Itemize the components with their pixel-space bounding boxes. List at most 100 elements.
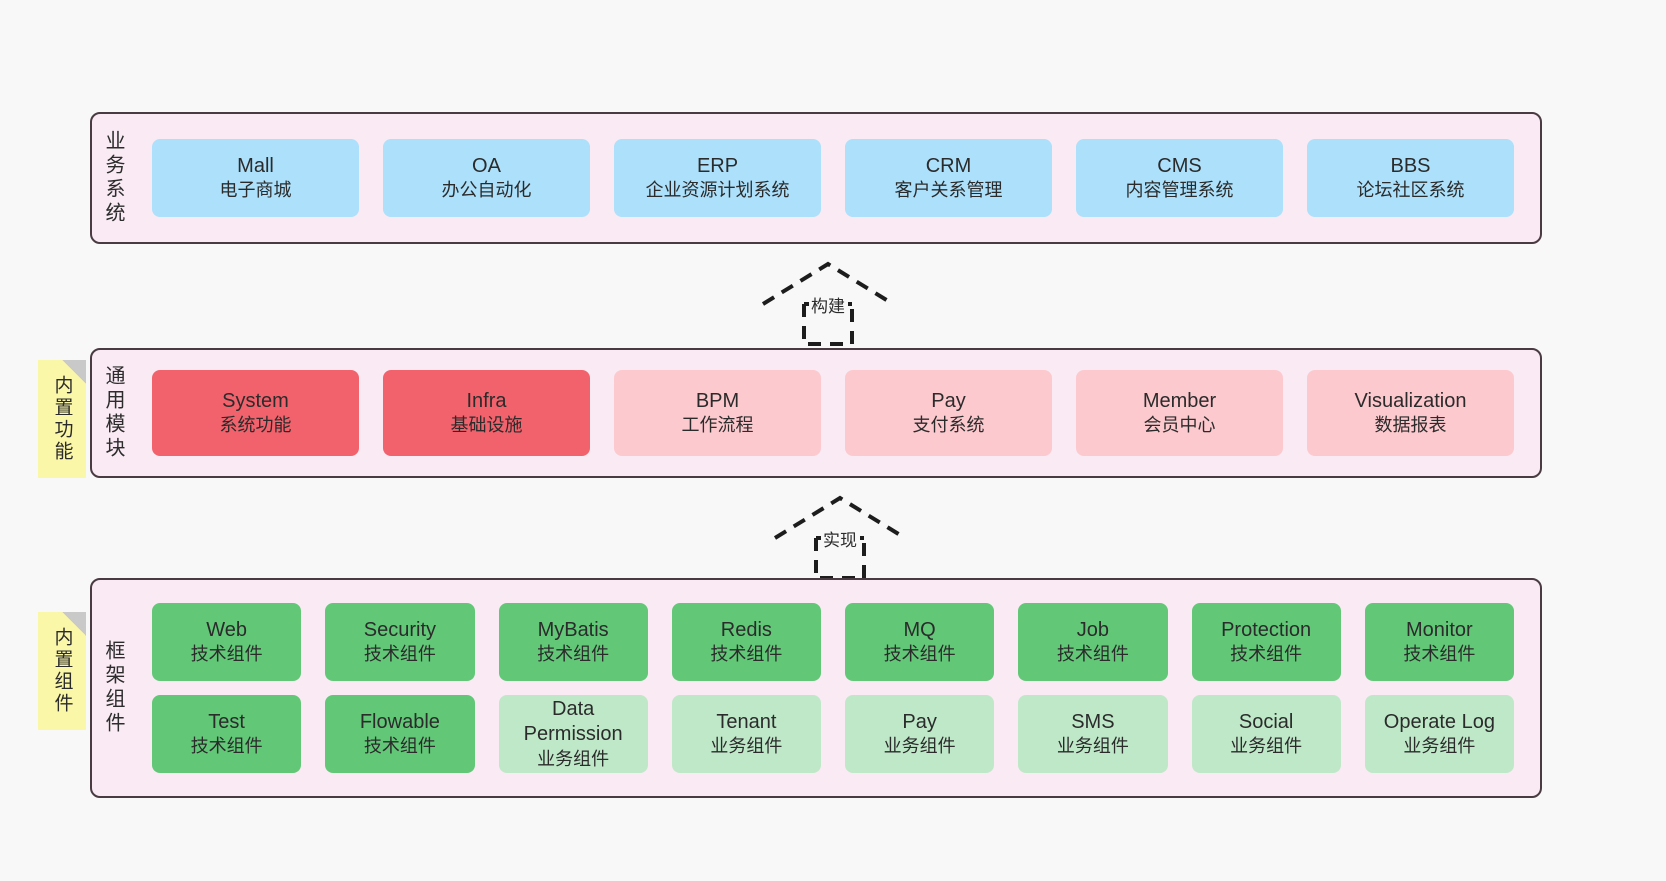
card-social[interactable]: Social 业务组件: [1191, 695, 1341, 773]
card-oa[interactable]: OA 办公自动化: [383, 139, 590, 217]
card-title: Data Permission: [523, 697, 623, 746]
card-subtitle: 技术组件: [363, 736, 436, 757]
card-subtitle: 技术组件: [1403, 644, 1476, 665]
card-title: OA: [472, 154, 501, 177]
card-title: Visualization: [1354, 389, 1467, 412]
card-title: BPM: [695, 389, 740, 412]
card-title: Member: [1142, 389, 1217, 412]
card-pay[interactable]: Pay 业务组件: [845, 695, 995, 773]
card-title: MyBatis: [537, 618, 609, 641]
card-infra[interactable]: Infra 基础设施: [383, 370, 590, 456]
card-title: MQ: [903, 618, 936, 641]
layer-body-common-modules: System 系统功能 Infra 基础设施 BPM 工作流程 Pay 支付系统 Member 会…: [134, 350, 1540, 476]
card-title: Redis: [720, 618, 772, 641]
card-mybatis[interactable]: MyBatis 技术组件: [498, 603, 648, 681]
card-title: Social: [1238, 710, 1294, 733]
card-title: CMS: [1157, 154, 1202, 177]
card-redis[interactable]: Redis 技术组件: [671, 603, 821, 681]
card-pay[interactable]: Pay 支付系统: [845, 370, 1052, 456]
card-subtitle: 业务组件: [710, 736, 783, 757]
card-subtitle: 业务组件: [537, 749, 610, 770]
card-operate-log[interactable]: Operate Log 业务组件: [1364, 695, 1514, 773]
card-title: Test: [208, 710, 245, 733]
card-title: ERP: [696, 154, 739, 177]
card-subtitle: 办公自动化: [441, 180, 532, 201]
sticky-note-builtin-components: 内置组件: [38, 612, 86, 730]
card-subtitle: 技术组件: [363, 644, 436, 665]
card-subtitle: 数据报表: [1374, 415, 1447, 436]
card-subtitle: 技术组件: [190, 644, 263, 665]
card-title: Infra: [466, 389, 507, 412]
card-subtitle: 技术组件: [883, 644, 956, 665]
card-subtitle: 工作流程: [681, 415, 754, 436]
card-cms[interactable]: CMS 内容管理系统: [1076, 139, 1283, 217]
card-test[interactable]: Test 技术组件: [152, 695, 302, 773]
layer-label-common-modules: 通用模块: [102, 365, 124, 461]
card-title: Flowable: [359, 710, 440, 733]
card-security[interactable]: Security 技术组件: [325, 603, 475, 681]
card-title: Tenant: [716, 710, 777, 733]
connector-build-label: 构建: [809, 292, 847, 317]
card-title: Monitor: [1406, 618, 1473, 641]
card-subtitle: 技术组件: [1230, 644, 1303, 665]
card-subtitle: 内容管理系统: [1125, 180, 1234, 201]
card-subtitle: 业务组件: [1403, 736, 1476, 757]
card-title: Security: [363, 618, 436, 641]
card-title: Pay: [931, 389, 966, 412]
card-data-permission[interactable]: Data Permission 业务组件: [498, 695, 648, 773]
card-system[interactable]: System 系统功能: [152, 370, 359, 456]
card-subtitle: 企业资源计划系统: [645, 180, 790, 201]
card-sms[interactable]: SMS 业务组件: [1018, 695, 1168, 773]
sticky-note-builtin-features: 内置功能: [38, 360, 86, 478]
card-subtitle: 客户关系管理: [894, 180, 1003, 201]
layer-label-business-systems: 业务系统: [102, 130, 124, 226]
card-bbs[interactable]: BBS 论坛社区系统: [1307, 139, 1514, 217]
card-bpm[interactable]: BPM 工作流程: [614, 370, 821, 456]
card-mall[interactable]: Mall 电子商城: [152, 139, 359, 217]
card-member[interactable]: Member 会员中心: [1076, 370, 1283, 456]
card-subtitle: 技术组件: [1056, 644, 1129, 665]
card-subtitle: 业务组件: [1056, 736, 1129, 757]
card-title: SMS: [1071, 710, 1115, 733]
card-title: Mall: [237, 154, 274, 177]
connector-implement: 实现: [770, 492, 910, 580]
layer-common-modules: 通用模块 System 系统功能 Infra 基础设施 BPM 工作流程 Pay 支付系统 Me…: [90, 348, 1542, 478]
card-subtitle: 业务组件: [1230, 736, 1303, 757]
card-subtitle: 会员中心: [1143, 415, 1216, 436]
connector-implement-label: 实现: [821, 526, 859, 551]
card-web[interactable]: Web 技术组件: [152, 603, 302, 681]
card-subtitle: 系统功能: [219, 415, 292, 436]
card-subtitle: 论坛社区系统: [1356, 180, 1465, 201]
card-subtitle: 技术组件: [710, 644, 783, 665]
card-title: Web: [206, 618, 247, 641]
card-subtitle: 技术组件: [537, 644, 610, 665]
card-title: System: [222, 389, 289, 412]
layer-label-framework-components: 框架组件: [102, 640, 124, 736]
card-mq[interactable]: MQ 技术组件: [845, 603, 995, 681]
connector-build: 构建: [758, 258, 898, 346]
card-monitor[interactable]: Monitor 技术组件: [1364, 603, 1514, 681]
card-subtitle: 电子商城: [219, 180, 292, 201]
card-subtitle: 支付系统: [912, 415, 985, 436]
card-erp[interactable]: ERP 企业资源计划系统: [614, 139, 821, 217]
card-title: Job: [1076, 618, 1109, 641]
card-subtitle: 业务组件: [883, 736, 956, 757]
card-title: BBS: [1390, 154, 1431, 177]
card-job[interactable]: Job 技术组件: [1018, 603, 1168, 681]
card-subtitle: 基础设施: [450, 415, 523, 436]
card-title: Operate Log: [1383, 710, 1495, 733]
card-flowable[interactable]: Flowable 技术组件: [325, 695, 475, 773]
card-tenant[interactable]: Tenant 业务组件: [671, 695, 821, 773]
card-title: Pay: [902, 710, 937, 733]
card-visualization[interactable]: Visualization 数据报表: [1307, 370, 1514, 456]
card-subtitle: 技术组件: [190, 736, 263, 757]
